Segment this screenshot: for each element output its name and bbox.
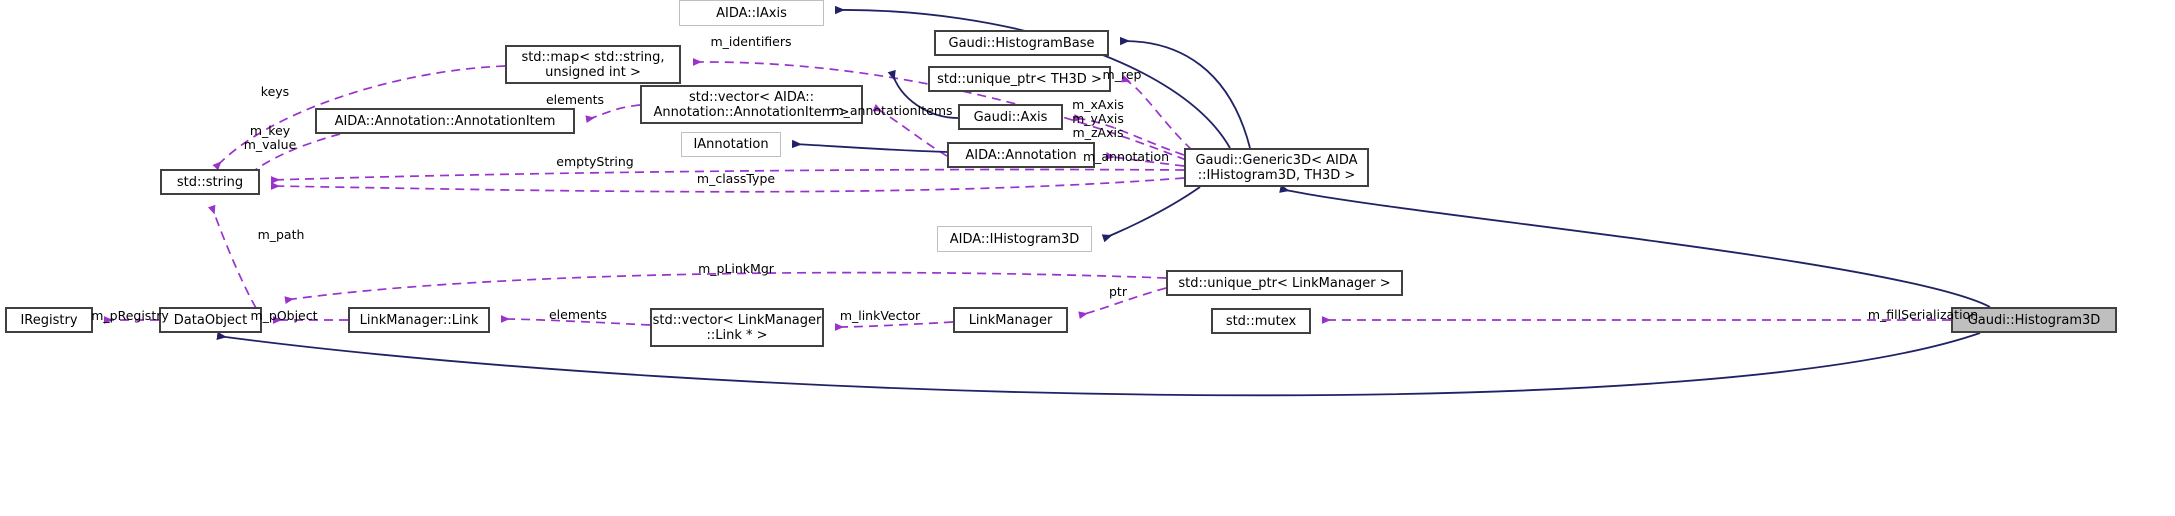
node-iannotation[interactable]: IAnnotation — [681, 132, 781, 157]
edge-label-m-identifiers: m_identifiers — [710, 34, 792, 49]
node-std-unique-ptr-th3d[interactable]: std::unique_ptr< TH3D > — [928, 66, 1111, 92]
edge-label-elements-links: elements — [548, 307, 608, 322]
edge-label-m-fillserialization: m_fillSerialization — [1867, 307, 1979, 322]
node-linkmanager[interactable]: LinkManager — [953, 307, 1068, 333]
node-linkmanager-link[interactable]: LinkManager::Link — [348, 307, 490, 333]
node-std-unique-ptr-linkmanager[interactable]: std::unique_ptr< LinkManager > — [1166, 270, 1403, 296]
edge-label-m-xyz-axis: m_xAxis m_yAxis m_zAxis — [1072, 97, 1124, 140]
node-gaudi-histogrambase[interactable]: Gaudi::HistogramBase — [934, 30, 1109, 56]
node-std-string[interactable]: std::string — [160, 169, 260, 195]
edge-label-keys: keys — [260, 84, 290, 99]
node-aida-iaxis[interactable]: AIDA::IAxis — [679, 0, 824, 26]
node-aida-ihistogram3d[interactable]: AIDA::IHistogram3D — [937, 226, 1092, 252]
edge-label-m-linkvector: m_linkVector — [839, 308, 921, 323]
node-dataobject[interactable]: DataObject — [159, 307, 262, 333]
edge-label-emptystring: emptyString — [556, 154, 634, 169]
node-iregistry[interactable]: IRegistry — [5, 307, 93, 333]
edge-label-ptr: ptr — [1109, 284, 1127, 299]
node-std-vector-annotationitem[interactable]: std::vector< AIDA:: Annotation::Annotati… — [640, 85, 863, 124]
edge-label-m-classtype: m_classType — [696, 171, 776, 186]
edge-label-elements-annotation: elements — [545, 92, 605, 107]
node-aida-annotation-annotationitem[interactable]: AIDA::Annotation::AnnotationItem — [315, 108, 575, 134]
node-std-vector-linkmanager-link[interactable]: std::vector< LinkManager ::Link * > — [650, 308, 824, 347]
node-gaudi-generic3d[interactable]: Gaudi::Generic3D< AIDA ::IHistogram3D, T… — [1184, 148, 1369, 187]
edge-label-m-pregistry: m_pRegistry — [91, 308, 169, 323]
edge-label-m-key-m-value: m_key m_value — [243, 123, 297, 152]
edge-label-m-pobject: m_pObject — [250, 308, 318, 323]
usage-edges — [104, 58, 1951, 331]
node-gaudi-axis[interactable]: Gaudi::Axis — [958, 104, 1063, 130]
edge-label-m-plinkmgr: m_pLinkMgr — [698, 261, 774, 276]
node-aida-annotation[interactable]: AIDA::Annotation — [947, 142, 1095, 168]
edge-label-m-annotationitems: m_annotationItems — [831, 103, 953, 118]
node-std-map-string-uint[interactable]: std::map< std::string, unsigned int > — [505, 45, 681, 84]
edge-label-m-path: m_path — [257, 227, 305, 242]
edge-label-m-rep: m_rep — [1102, 67, 1142, 82]
node-gaudi-histogram3d[interactable]: Gaudi::Histogram3D — [1951, 307, 2117, 333]
edge-label-m-annotation: m_annotation — [1082, 149, 1170, 164]
node-std-mutex[interactable]: std::mutex — [1211, 308, 1311, 334]
